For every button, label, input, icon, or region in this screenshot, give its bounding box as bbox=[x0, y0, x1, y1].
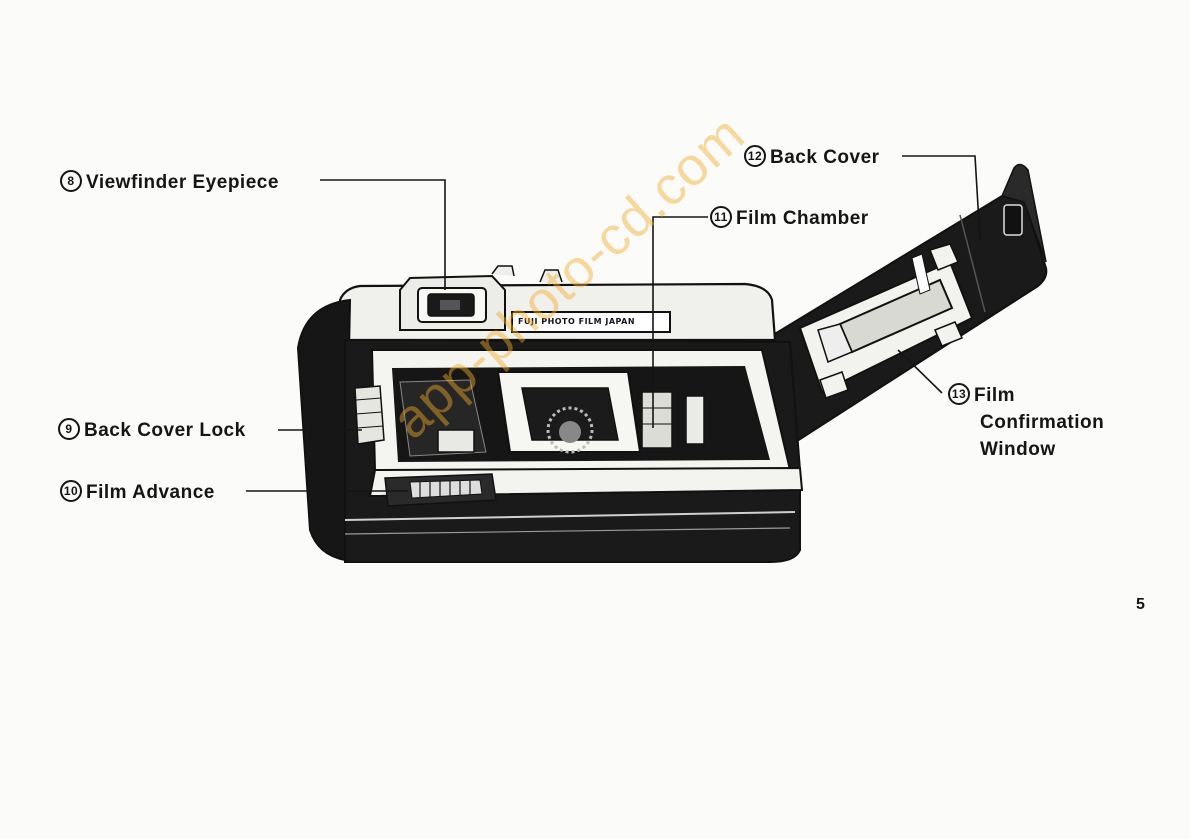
label-text-line-1: Film bbox=[974, 385, 1016, 406]
leader-lines bbox=[246, 155, 981, 492]
callout-number: 8 bbox=[60, 170, 82, 192]
label-text: Film Chamber bbox=[736, 208, 869, 230]
camera-body-drawing bbox=[296, 265, 804, 563]
label-text: Back Cover Lock bbox=[84, 420, 246, 442]
label-text: Viewfinder Eyepiece bbox=[86, 172, 279, 194]
callout-number: 13 bbox=[948, 382, 970, 405]
callout-number: 12 bbox=[744, 145, 766, 167]
callout-number: 10 bbox=[60, 480, 82, 502]
page-number: 5 bbox=[1136, 596, 1145, 613]
callout-number: 11 bbox=[710, 206, 732, 228]
camera-brand-plate: FUJI PHOTO FILM JAPAN bbox=[518, 317, 636, 326]
label-text-line-3: Window bbox=[980, 439, 1056, 460]
label-text-line-2: Confirmation bbox=[980, 412, 1105, 433]
label-text: Film Advance bbox=[86, 482, 215, 504]
callout-number: 9 bbox=[58, 418, 80, 440]
back-cover-drawing bbox=[743, 163, 1048, 454]
label-text: Back Cover bbox=[770, 147, 880, 169]
